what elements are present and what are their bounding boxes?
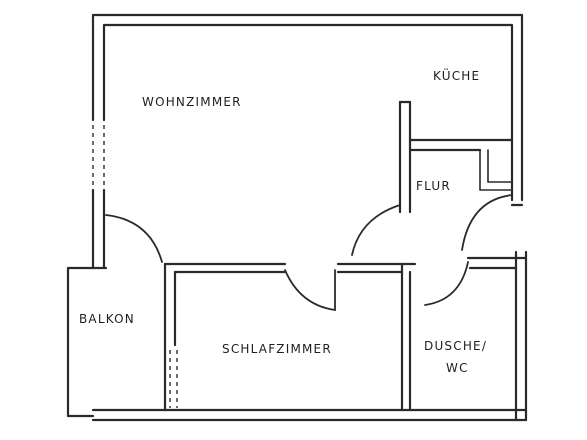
label-wc: WC (446, 361, 469, 375)
label-balkon: BALKON (79, 312, 135, 326)
hall-closet-inner (487, 149, 513, 183)
outer-wall-top-inner (102, 23, 514, 202)
balcony-outline (66, 266, 108, 418)
door-swing-living (351, 204, 401, 256)
door-swing-balcony (105, 214, 163, 263)
bathroom-walls (400, 256, 528, 412)
door-swing-bedroom (284, 269, 336, 312)
door-swings (105, 194, 513, 312)
label-wohnzimmer: WOHNZIMMER (142, 95, 242, 109)
bedroom-walls (163, 262, 417, 412)
label-schlafzimmer: SCHLAFZIMMER (222, 342, 332, 356)
label-kueche: KÜCHE (433, 67, 480, 83)
balcony-edge (66, 266, 108, 418)
hall-walls (398, 100, 514, 214)
outer-wall-top-outer (91, 13, 524, 202)
hall-closet (479, 149, 513, 191)
label-flur: FLUR (416, 179, 451, 193)
door-swing-bathroom (424, 261, 469, 306)
label-dusche: DUSCHE/ (424, 339, 487, 353)
door-swing-entrance (461, 194, 513, 251)
